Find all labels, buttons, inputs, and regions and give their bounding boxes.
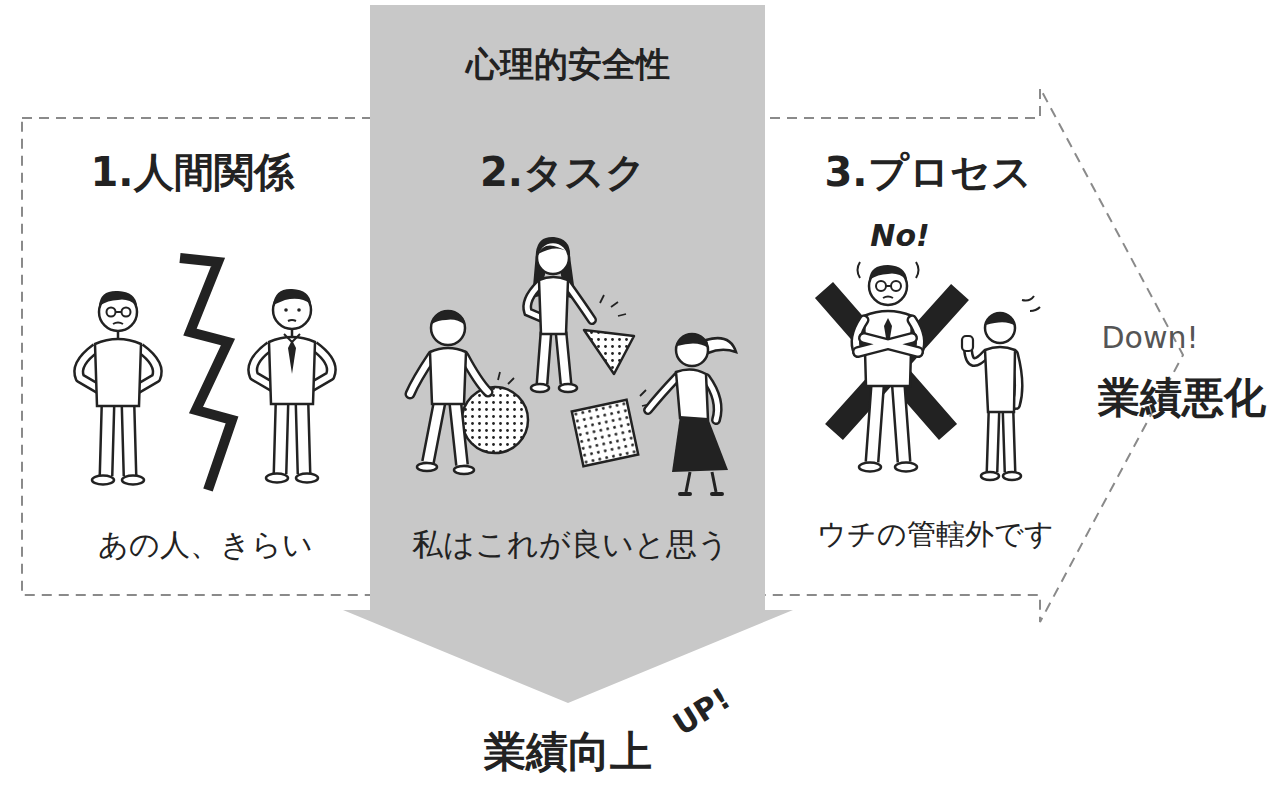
band-arrow-shape bbox=[343, 5, 793, 703]
text-holder: 3.プロセス bbox=[824, 149, 1031, 195]
trend-word: Down! bbox=[1101, 321, 1198, 356]
text-holder: 業績悪化 bbox=[1098, 374, 1266, 422]
text-holder: No! bbox=[870, 219, 929, 254]
result-label: 業績向上 bbox=[484, 728, 652, 776]
text-holder: 業績向上 bbox=[484, 728, 652, 776]
task-figures bbox=[410, 237, 736, 494]
speech-text: 私はこれが良いと思う bbox=[412, 527, 729, 563]
speech-text: あの人、きらい bbox=[98, 528, 313, 563]
text-holder: 2.タスク bbox=[480, 149, 646, 195]
section-heading: 2.タスク bbox=[480, 149, 646, 195]
text-holder: ウチの管轄外です bbox=[817, 518, 1054, 551]
text-holder: 私はこれが良いと思う bbox=[412, 527, 729, 563]
speech-text: ウチの管轄外です bbox=[817, 518, 1054, 551]
process-figures bbox=[824, 262, 1040, 480]
text-holder: UP! bbox=[667, 681, 736, 742]
section-heading: 1.人間関係 bbox=[90, 149, 293, 195]
band-heading: 心理的安全性 bbox=[466, 45, 670, 84]
result-label: 業績悪化 bbox=[1098, 374, 1266, 422]
text-holder: あの人、きらい bbox=[98, 528, 313, 563]
conflict-figures bbox=[79, 258, 332, 490]
exclamation: No! bbox=[870, 219, 929, 254]
section-heading: 3.プロセス bbox=[824, 149, 1031, 195]
text-holder: 心理的安全性 bbox=[466, 45, 670, 84]
text-holder: Down! bbox=[1101, 321, 1198, 356]
trend-word: UP! bbox=[667, 681, 736, 742]
text-holder: 1.人間関係 bbox=[90, 149, 293, 195]
dashed-arrow-outline bbox=[22, 88, 1183, 622]
